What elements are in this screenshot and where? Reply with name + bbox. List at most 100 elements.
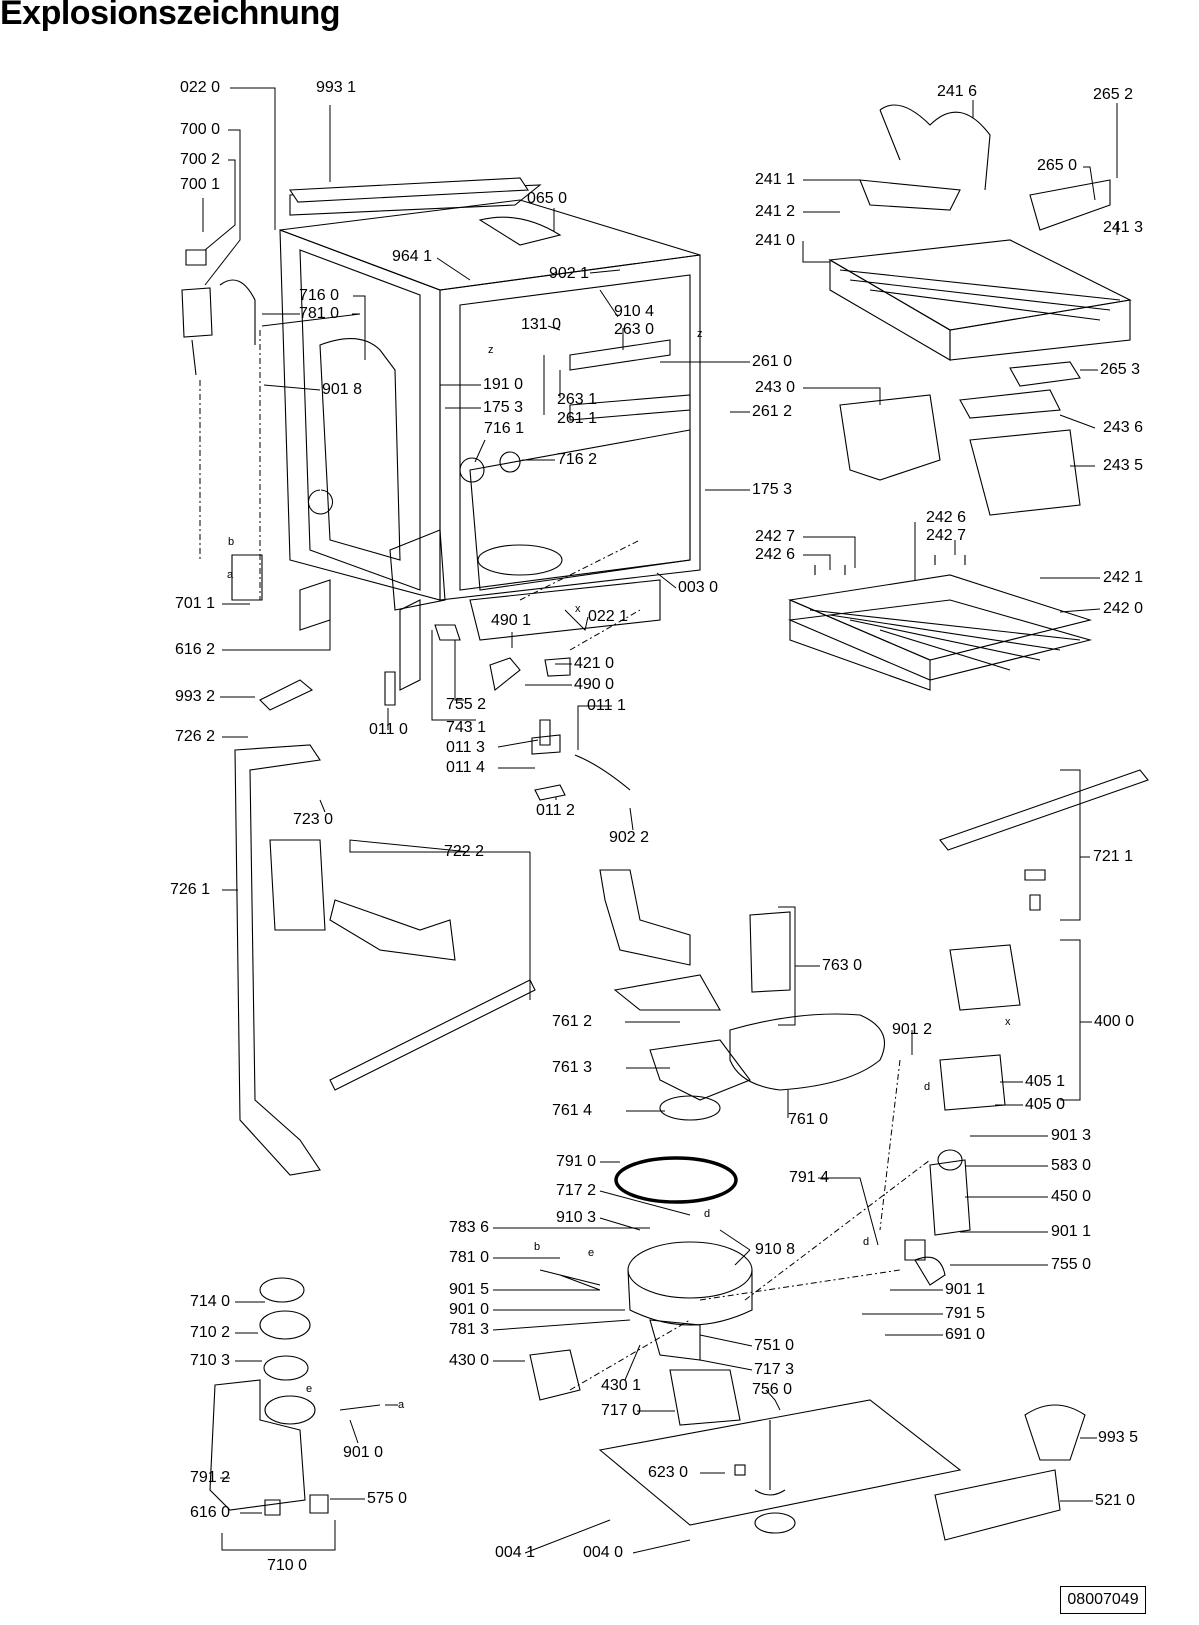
part-label: 616 0: [190, 1504, 231, 1521]
part-label: 781 3: [449, 1321, 490, 1338]
part-label: 901 3: [1051, 1127, 1092, 1144]
part-label: 716 1: [484, 420, 525, 437]
part-label: 781 0: [449, 1249, 490, 1266]
svg-text:d: d: [704, 1208, 710, 1220]
part-label: 241 3: [1103, 219, 1144, 236]
part-label: 781 0: [299, 305, 340, 322]
part-label: 263 0: [614, 321, 655, 338]
part-label: 993 5: [1098, 1429, 1139, 1446]
part-label: 901 1: [945, 1281, 986, 1298]
part-label: 716 0: [299, 287, 340, 304]
part-label: 583 0: [1051, 1157, 1092, 1174]
part-label: 761 0: [788, 1111, 829, 1128]
svg-text:b: b: [534, 1241, 540, 1253]
part-label: 722 2: [444, 843, 485, 860]
part-label: 700 2: [180, 151, 221, 168]
part-label: 714 0: [190, 1293, 231, 1310]
part-label: 261 2: [752, 403, 793, 420]
svg-text:d: d: [863, 1236, 869, 1248]
part-label: 755 0: [1051, 1256, 1092, 1273]
part-label: 700 1: [180, 176, 221, 193]
svg-text:d: d: [924, 1081, 930, 1093]
svg-text:b: b: [228, 536, 234, 548]
part-label: 910 8: [755, 1241, 796, 1258]
part-label: 791 0: [556, 1153, 597, 1170]
part-label: 721 1: [1093, 848, 1134, 865]
part-label: 265 3: [1100, 361, 1141, 378]
svg-text:a: a: [227, 569, 234, 581]
part-label: 421 0: [574, 655, 615, 672]
part-label: 241 0: [755, 232, 796, 249]
part-label: 910 4: [614, 303, 655, 320]
part-label: 723 0: [293, 811, 334, 828]
part-label: 004 1: [495, 1544, 536, 1561]
part-label: 791 5: [945, 1305, 986, 1322]
part-label: 261 1: [557, 410, 598, 427]
part-label: 490 1: [491, 612, 532, 629]
part-label: 901 0: [449, 1301, 490, 1318]
part-label: 901 2: [892, 1021, 933, 1038]
part-label: 241 1: [755, 171, 796, 188]
part-label: 902 1: [549, 265, 590, 282]
part-label: 065 0: [527, 190, 568, 207]
part-label: 131 0: [521, 316, 562, 333]
part-label: 710 0: [267, 1557, 308, 1574]
part-label: 756 0: [752, 1381, 793, 1398]
drawing-number: 08007049: [1060, 1586, 1146, 1614]
part-label: 022 1: [588, 608, 629, 625]
leader-lines: [199, 87, 1118, 1554]
power-cord-part: [489, 657, 521, 691]
part-label: 791 2: [190, 1469, 231, 1486]
part-label: 490 0: [574, 676, 615, 693]
part-label: 901 1: [1051, 1223, 1092, 1240]
part-label: 902 2: [609, 829, 650, 846]
part-label: 910 3: [556, 1209, 597, 1226]
part-label: 743 1: [446, 719, 487, 736]
part-label: 623 0: [648, 1464, 689, 1481]
svg-text:e: e: [306, 1383, 312, 1395]
part-label: 265 0: [1037, 157, 1078, 174]
filter-part: [544, 657, 571, 677]
part-label: 993 1: [316, 79, 357, 96]
svg-text:e: e: [588, 1247, 594, 1259]
part-label: 716 2: [557, 451, 598, 468]
part-label: 430 0: [449, 1352, 490, 1369]
part-label: 011 3: [446, 739, 485, 756]
part-label: 761 2: [552, 1013, 593, 1030]
svg-text:z: z: [488, 344, 494, 356]
part-label: 755 2: [446, 696, 487, 713]
part-label: 783 6: [449, 1219, 490, 1236]
part-label: 430 1: [601, 1377, 642, 1394]
part-label: 011 1: [587, 697, 626, 714]
part-label: 901 5: [449, 1281, 490, 1298]
water-softener-drawing: [209, 1277, 398, 1516]
part-label: 243 5: [1103, 457, 1144, 474]
part-label: 717 2: [556, 1182, 597, 1199]
part-label: 011 2: [536, 802, 575, 819]
sump-drawing: [529, 769, 1149, 1541]
part-label: 003 0: [678, 579, 719, 596]
part-label: 400 0: [1094, 1013, 1135, 1030]
part-label: 265 2: [1093, 86, 1134, 103]
part-label: 700 0: [180, 121, 221, 138]
part-label: 241 6: [937, 83, 978, 100]
part-label: 901 8: [322, 381, 363, 398]
part-label: 726 1: [170, 881, 211, 898]
svg-text:x: x: [1005, 1016, 1011, 1028]
upper-basket-drawing: [828, 104, 1132, 516]
part-label: 242 7: [755, 528, 796, 545]
part-label: 901 0: [343, 1444, 384, 1461]
part-label: 710 2: [190, 1324, 231, 1341]
svg-text:x: x: [575, 603, 581, 615]
page-title: Explosionszeichnung: [0, 0, 340, 32]
part-label: 263 1: [557, 391, 598, 408]
part-label: 243 6: [1103, 419, 1144, 436]
part-label: 242 6: [926, 509, 967, 526]
part-label: 261 0: [752, 353, 793, 370]
part-label: 717 3: [754, 1361, 795, 1378]
part-label: 175 3: [483, 399, 524, 416]
part-label: 450 0: [1051, 1188, 1092, 1205]
part-label: 791 4: [789, 1169, 830, 1186]
svg-text:a: a: [398, 1399, 405, 1411]
